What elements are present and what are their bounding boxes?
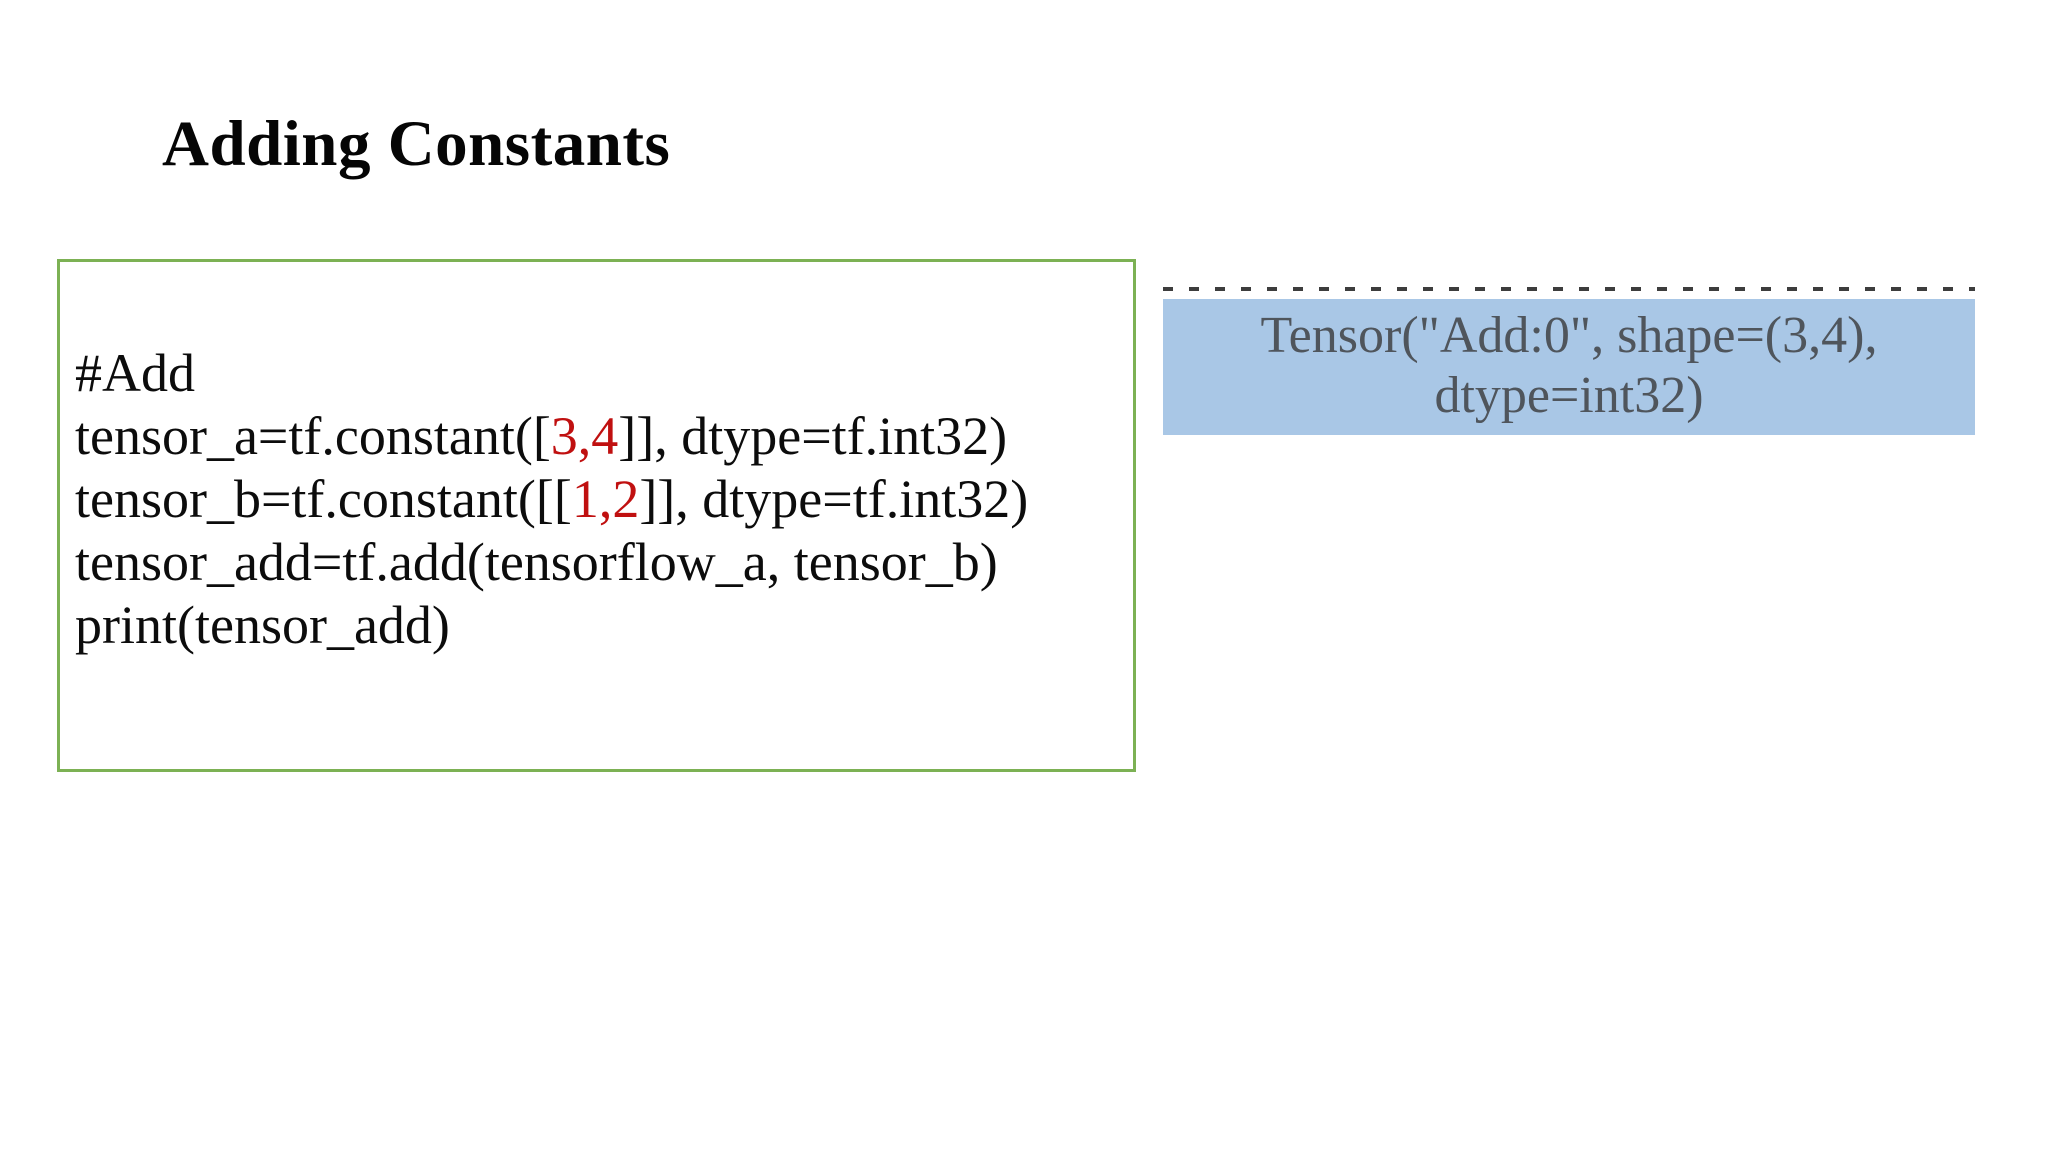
- code-text: tensor_a=tf.constant([: [75, 406, 551, 466]
- code-red-value: 1,2: [571, 469, 640, 529]
- code-text: tensor_b=tf.constant([[: [75, 469, 572, 529]
- code-line: #Add: [75, 342, 1028, 405]
- result-text-line: Tensor("Add:0", shape=(3,4),: [1260, 307, 1878, 364]
- code-line: tensor_b=tf.constant([[1,2]], dtype=tf.i…: [75, 468, 1028, 531]
- result-text-line: dtype=int32): [1434, 367, 1704, 424]
- code-box: [57, 259, 1136, 772]
- code-text: #Add: [75, 343, 195, 403]
- code-text: tensor_add=tf.add(tensorflow_a, tensor_b…: [75, 532, 998, 592]
- code-line: tensor_a=tf.constant([3,4]], dtype=tf.in…: [75, 405, 1028, 468]
- dashed-line: [1163, 287, 1975, 291]
- code-line: tensor_add=tf.add(tensorflow_a, tensor_b…: [75, 531, 1028, 594]
- result-box: Tensor("Add:0", shape=(3,4), dtype=int32…: [1163, 299, 1975, 435]
- code-red-value: 3,4: [550, 406, 619, 466]
- slide-title: Adding Constants: [162, 108, 671, 180]
- code-text: ]], dtype=tf.int32): [618, 406, 1008, 466]
- code-line: print(tensor_add): [75, 594, 1028, 657]
- code-text: ]], dtype=tf.int32): [639, 469, 1029, 529]
- code-text: print(tensor_add): [75, 595, 450, 655]
- code-block: #Add tensor_a=tf.constant([3,4]], dtype=…: [75, 342, 1028, 657]
